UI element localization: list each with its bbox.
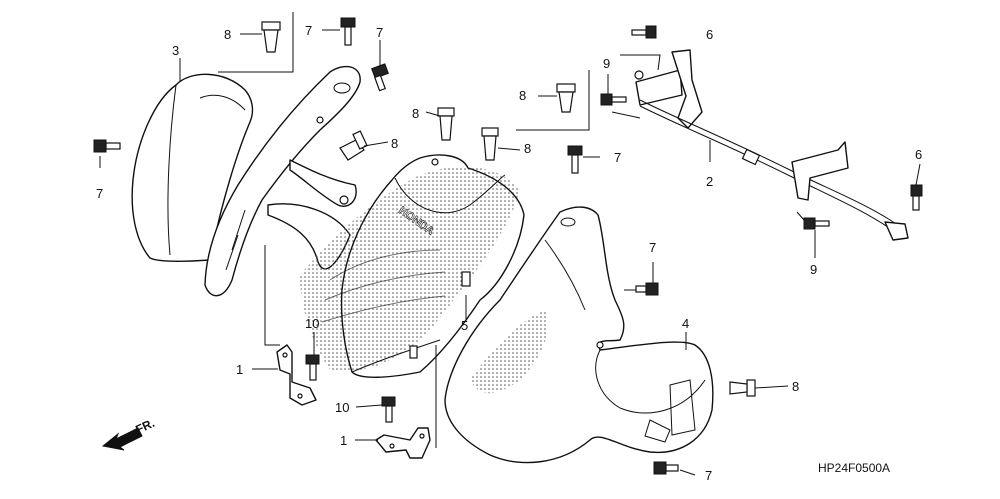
callout-7: 7 (614, 150, 621, 165)
callout-7: 7 (705, 468, 712, 483)
front-label: FR. (133, 416, 156, 437)
callout-6: 6 (915, 147, 922, 162)
bolt-6-top (631, 25, 657, 39)
bolt-7-left (93, 139, 121, 153)
callout-8: 8 (391, 136, 398, 151)
bolt-7-screen (371, 63, 389, 92)
clip-8-right (729, 379, 756, 397)
bolt-7-bottom (653, 461, 679, 475)
bolt-10-lower (381, 396, 396, 423)
callout-7: 7 (649, 240, 656, 255)
callout-7: 7 (376, 25, 383, 40)
bolt-7-top (340, 17, 356, 46)
callout-9: 9 (810, 262, 817, 277)
leader-lines (99, 12, 921, 476)
callout-1: 1 (340, 433, 347, 448)
callout-8: 8 (412, 106, 419, 121)
callout-10: 10 (305, 316, 319, 331)
callout-8: 8 (224, 27, 231, 42)
clip-8-center (481, 127, 499, 161)
bolt-10-upper (305, 354, 320, 381)
callout-6: 6 (706, 27, 713, 42)
front-cowl-part-4 (444, 206, 714, 464)
callout-10: 10 (335, 400, 349, 415)
clip-8-mid (437, 107, 455, 141)
callout-1: 1 (236, 362, 243, 377)
center-panel-part-5: HONDA (300, 154, 525, 378)
callout-5: 5 (461, 318, 468, 333)
callout-labels: 8 7 7 3 7 8 8 8 8 9 6 7 2 6 9 7 4 5 10 1… (96, 23, 922, 483)
stay-part-1-upper (276, 344, 317, 406)
front-direction-arrow: FR. (101, 416, 157, 451)
diagram-code: HP24F0500A (818, 461, 890, 475)
bolt-7-center (567, 145, 583, 174)
clip-8-bracket (556, 83, 576, 113)
bolt-7-right (635, 282, 659, 296)
callout-8: 8 (519, 88, 526, 103)
front-arrow-icon (101, 427, 143, 451)
clip-8-left (339, 130, 368, 161)
callout-8: 8 (524, 141, 531, 156)
bolt-6-right (910, 184, 923, 211)
callout-8: 8 (792, 379, 799, 394)
stay-part-1-lower (375, 427, 431, 459)
bolt-9-bottom (803, 217, 830, 230)
callout-7: 7 (305, 23, 312, 38)
callout-3: 3 (172, 43, 179, 58)
callout-2: 2 (706, 174, 713, 189)
callout-9: 9 (603, 56, 610, 71)
bolt-9-top (600, 93, 627, 106)
stay-rod-part-2 (634, 49, 909, 241)
callout-4: 4 (682, 316, 689, 331)
clip-8-top (261, 21, 281, 53)
callout-7: 7 (96, 186, 103, 201)
